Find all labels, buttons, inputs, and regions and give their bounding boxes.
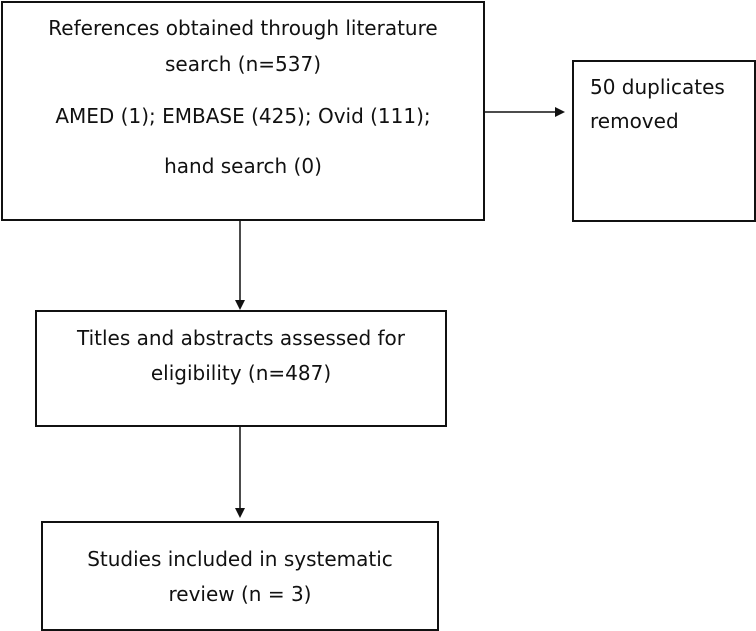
included-box-line-1: Studies included in systematic: [87, 547, 393, 571]
duplicates-box-line-1: 50 duplicates: [590, 75, 725, 99]
search-box-line-1: References obtained through literature: [48, 16, 438, 40]
included-studies-box: Studies included in systematic review (n…: [41, 521, 439, 631]
duplicates-removed-box: 50 duplicates removed: [572, 60, 756, 222]
screening-box-line-2: eligibility (n=487): [150, 361, 332, 385]
search-box-line-2: search (n=537): [164, 52, 321, 76]
search-results-box: References obtained through literature s…: [1, 1, 485, 221]
included-box-line-2: review (n = 3): [168, 582, 312, 606]
duplicates-box-line-2: removed: [590, 109, 679, 133]
screening-box: Titles and abstracts assessed for eligib…: [35, 310, 447, 427]
search-box-sources: AMED (1); EMBASE (425); Ovid (111);: [55, 104, 431, 128]
screening-box-line-1: Titles and abstracts assessed for: [76, 326, 406, 350]
search-box-hand-search: hand search (0): [164, 154, 322, 178]
